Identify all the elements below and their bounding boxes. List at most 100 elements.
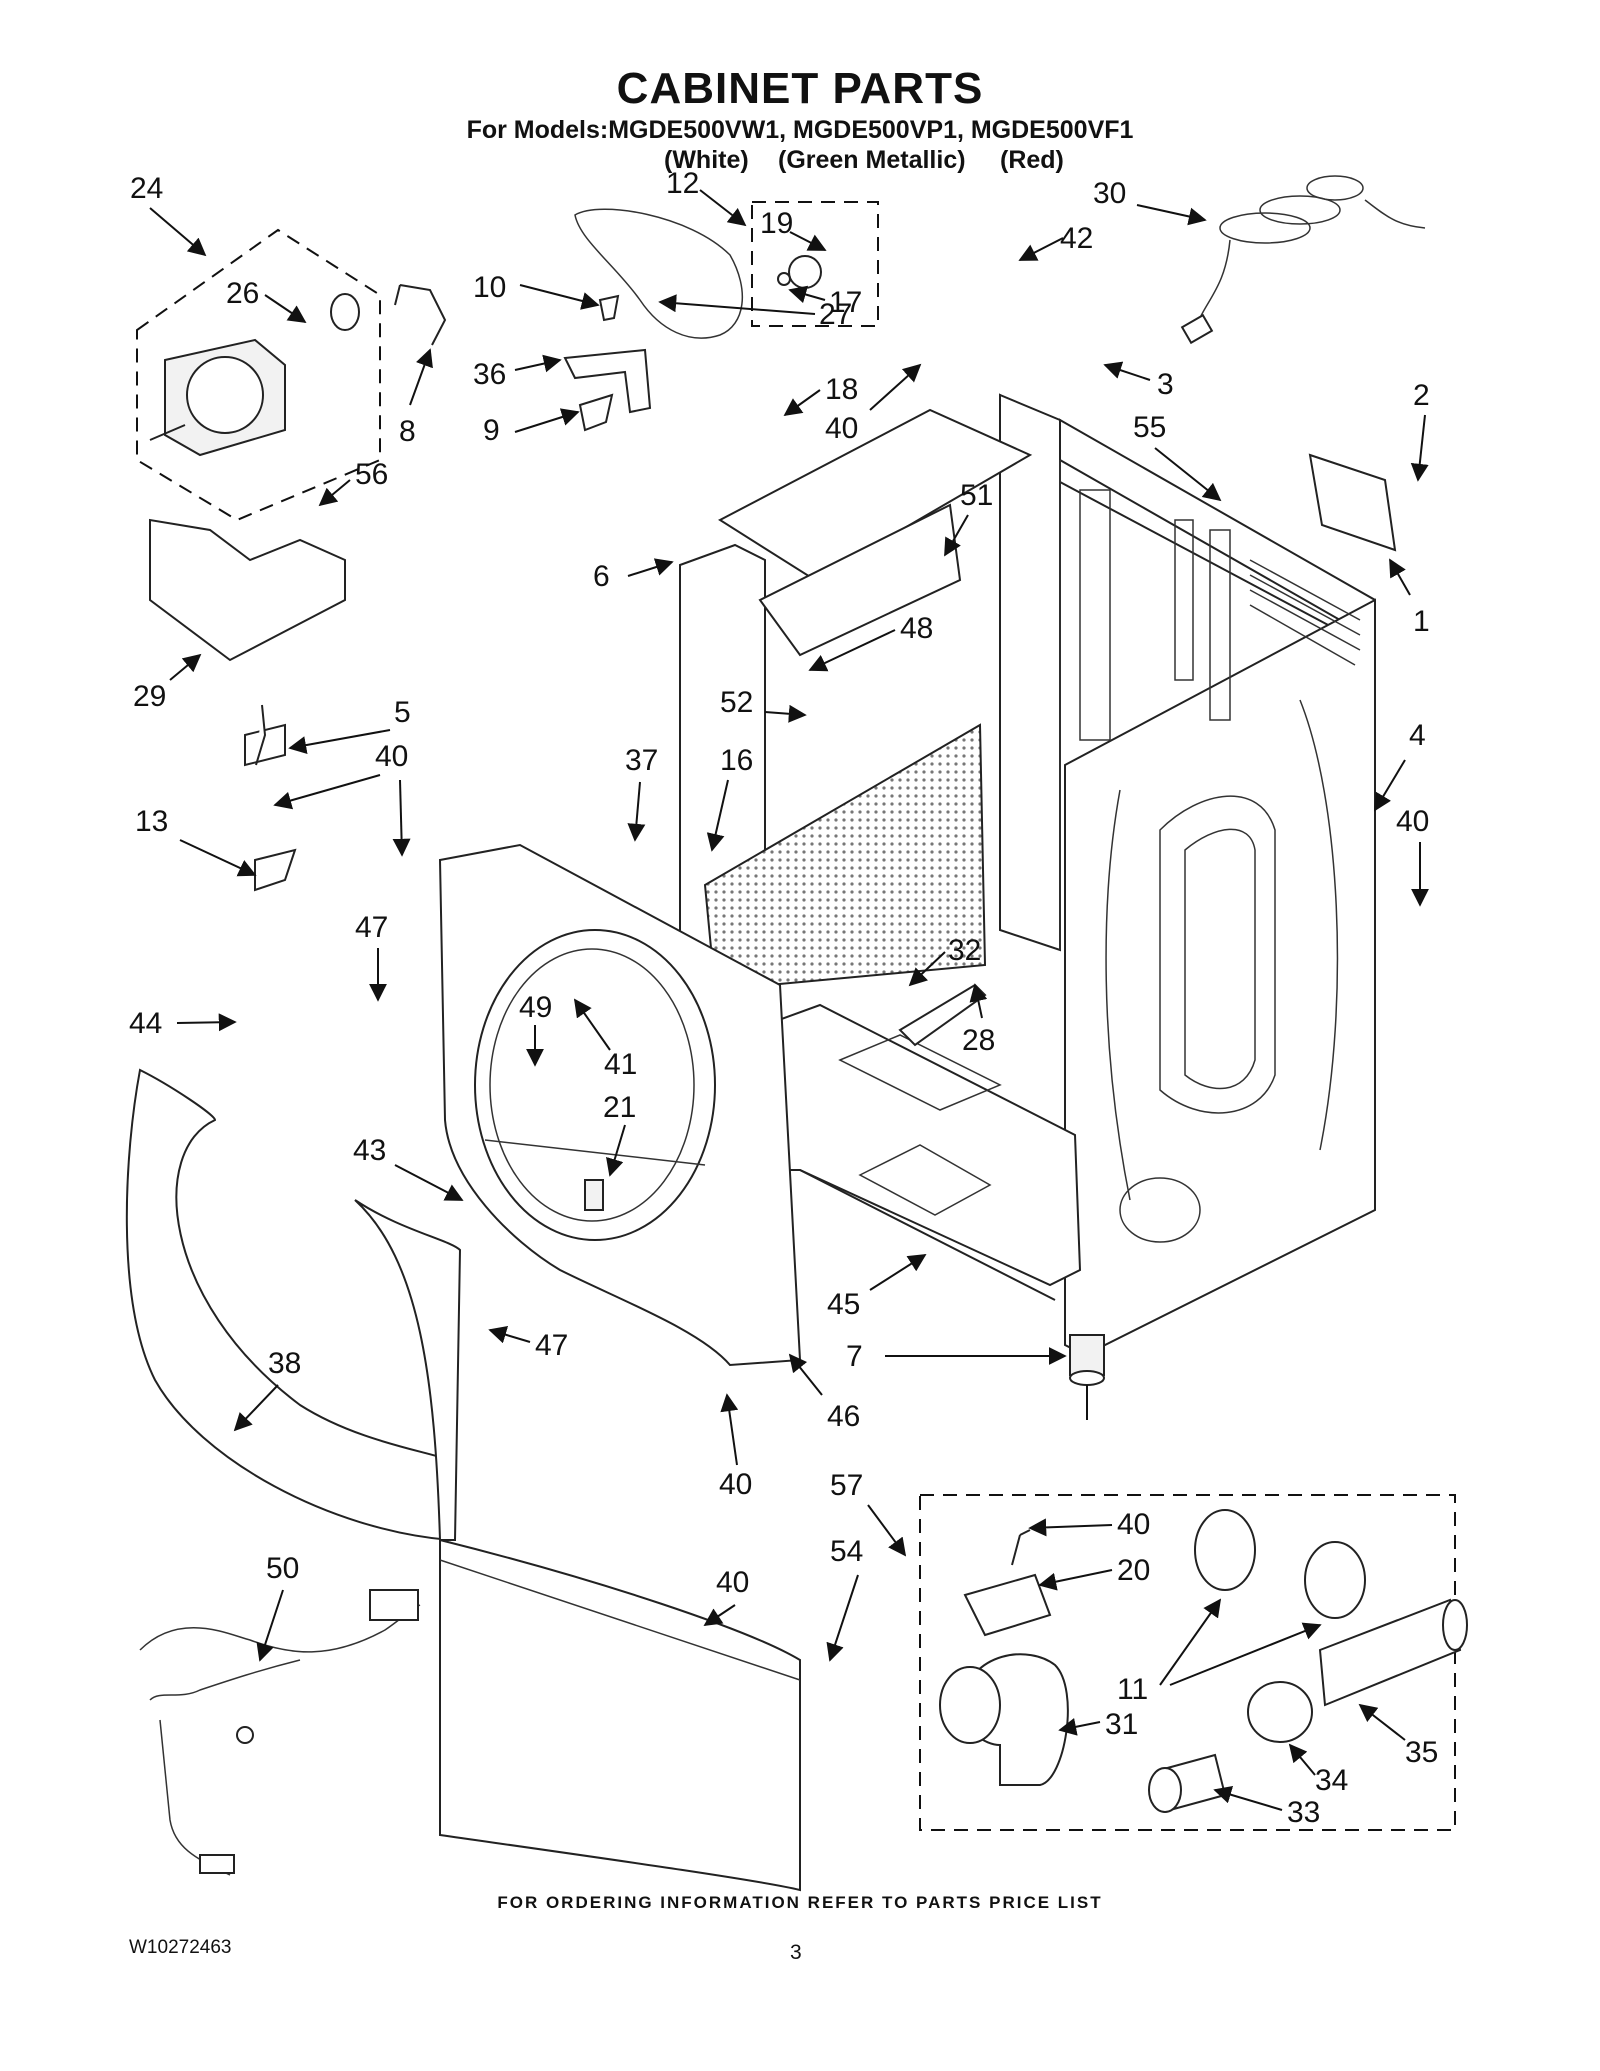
callout-6: 6 bbox=[593, 560, 610, 593]
callout-31: 31 bbox=[1105, 1708, 1138, 1741]
motor-mount-bracket bbox=[149, 518, 346, 662]
cabinet-back-corner bbox=[999, 393, 1061, 952]
rear-access-panel bbox=[1308, 453, 1397, 552]
callout-50: 50 bbox=[266, 1552, 299, 1585]
motor-clamp-strap bbox=[394, 284, 447, 346]
callout-43: 43 bbox=[353, 1134, 386, 1167]
front-panel-assembly bbox=[438, 843, 802, 1367]
exhaust-kit-boundary bbox=[919, 1494, 1456, 1831]
callout-40b: 40 bbox=[375, 740, 408, 773]
callout-44: 44 bbox=[129, 1007, 162, 1040]
callout-32: 32 bbox=[948, 934, 981, 967]
leveling-leg bbox=[1069, 1334, 1105, 1420]
callout-7: 7 bbox=[846, 1340, 863, 1373]
callout-47b: 47 bbox=[535, 1329, 568, 1362]
cabinet-side-panel bbox=[1064, 598, 1376, 1357]
callout-16: 16 bbox=[720, 744, 753, 777]
page-title: CABINET PARTS bbox=[616, 64, 984, 113]
callout-34: 34 bbox=[1315, 1764, 1348, 1797]
callout-30: 30 bbox=[1093, 177, 1126, 210]
callout-35: 35 bbox=[1405, 1736, 1438, 1769]
console-trim-edge bbox=[354, 1199, 462, 1541]
callout-24: 24 bbox=[130, 172, 163, 205]
door-opening-ring bbox=[474, 929, 716, 1241]
idler-pulley bbox=[788, 255, 822, 289]
callout-40f: 40 bbox=[716, 1566, 749, 1599]
control-bracket-face bbox=[758, 503, 962, 657]
callout-33: 33 bbox=[1287, 1796, 1320, 1829]
motor-shaft bbox=[149, 424, 186, 441]
callout-labels: 24 26 8 12 19 17 10 36 27 9 18 40 30 42 … bbox=[129, 167, 1438, 1829]
callout-46: 46 bbox=[827, 1400, 860, 1433]
callout-12: 12 bbox=[666, 167, 699, 200]
ordering-note: FOR ORDERING INFORMATION REFER TO PARTS … bbox=[497, 1893, 1103, 1912]
callout-1: 1 bbox=[1413, 605, 1430, 638]
callout-27: 27 bbox=[819, 298, 852, 331]
callout-29: 29 bbox=[133, 680, 166, 713]
callout-17: 17 bbox=[829, 286, 862, 319]
idler-spring bbox=[578, 393, 614, 432]
exhaust-hood-a bbox=[1194, 1509, 1256, 1591]
exhaust-hood-b bbox=[1304, 1541, 1366, 1619]
callout-49: 49 bbox=[519, 991, 552, 1024]
motor-pulley bbox=[330, 293, 360, 331]
duct-pipe bbox=[1318, 1598, 1462, 1707]
callout-13: 13 bbox=[135, 805, 168, 838]
duct-clamp bbox=[1247, 1681, 1313, 1743]
callout-40a: 40 bbox=[825, 412, 858, 445]
model-list: For Models:MGDE500VW1, MGDE500VP1, MGDE5… bbox=[466, 116, 1134, 144]
motor-group-boundary bbox=[136, 228, 381, 522]
callout-52: 52 bbox=[720, 686, 753, 719]
side-panel-embossing bbox=[1159, 795, 1276, 1114]
motor-housing bbox=[186, 356, 264, 434]
idler-bracket bbox=[563, 348, 652, 414]
idler-group-boundary bbox=[751, 201, 879, 327]
variant-red: (Red) bbox=[1000, 146, 1064, 174]
idler-screw bbox=[598, 294, 620, 322]
console-trim-left bbox=[125, 1068, 451, 1542]
callout-40c: 40 bbox=[1396, 805, 1429, 838]
lower-front-panel bbox=[439, 1538, 801, 1892]
belt-idler-assembly bbox=[563, 201, 879, 432]
harness-plug bbox=[199, 1854, 235, 1874]
callout-20: 20 bbox=[1117, 1554, 1150, 1587]
motor-assembly bbox=[136, 228, 447, 892]
callout-38: 38 bbox=[268, 1347, 301, 1380]
lint-screen-housing-clip bbox=[584, 1179, 604, 1211]
callout-36: 36 bbox=[473, 358, 506, 391]
dryer-cabinet bbox=[679, 393, 1376, 1420]
callout-51: 51 bbox=[960, 479, 993, 512]
variant-white: (White) bbox=[664, 146, 749, 174]
callout-57: 57 bbox=[830, 1469, 863, 1502]
callout-10: 10 bbox=[473, 271, 506, 304]
callout-56: 56 bbox=[355, 458, 388, 491]
callout-19: 19 bbox=[760, 207, 793, 240]
harness-connector bbox=[369, 1589, 419, 1621]
document-number: W10272463 bbox=[129, 1937, 232, 1958]
base-front-rail bbox=[799, 1169, 1056, 1301]
callout-26: 26 bbox=[226, 277, 259, 310]
rear-vent-slots bbox=[1079, 489, 1361, 741]
drive-belt bbox=[574, 208, 743, 339]
door-switch bbox=[244, 723, 286, 767]
callout-40d: 40 bbox=[719, 1468, 752, 1501]
exhaust-kit bbox=[919, 1494, 1468, 1831]
callout-42: 42 bbox=[1060, 222, 1093, 255]
page-number: 3 bbox=[790, 1941, 802, 1964]
harness-clip bbox=[254, 848, 297, 892]
callout-3: 3 bbox=[1157, 368, 1174, 401]
callout-18: 18 bbox=[825, 373, 858, 406]
callout-4: 4 bbox=[1409, 719, 1426, 752]
callout-45: 45 bbox=[827, 1288, 860, 1321]
callout-48: 48 bbox=[900, 612, 933, 645]
leader-lines bbox=[149, 189, 1429, 1811]
callout-40e: 40 bbox=[1117, 1508, 1150, 1541]
callout-47a: 47 bbox=[355, 911, 388, 944]
callout-2: 2 bbox=[1413, 379, 1430, 412]
callout-8: 8 bbox=[399, 415, 416, 448]
ground-terminal bbox=[236, 1726, 254, 1744]
callout-9: 9 bbox=[483, 414, 500, 447]
idler-washer bbox=[777, 272, 791, 286]
callout-41: 41 bbox=[604, 1048, 637, 1081]
